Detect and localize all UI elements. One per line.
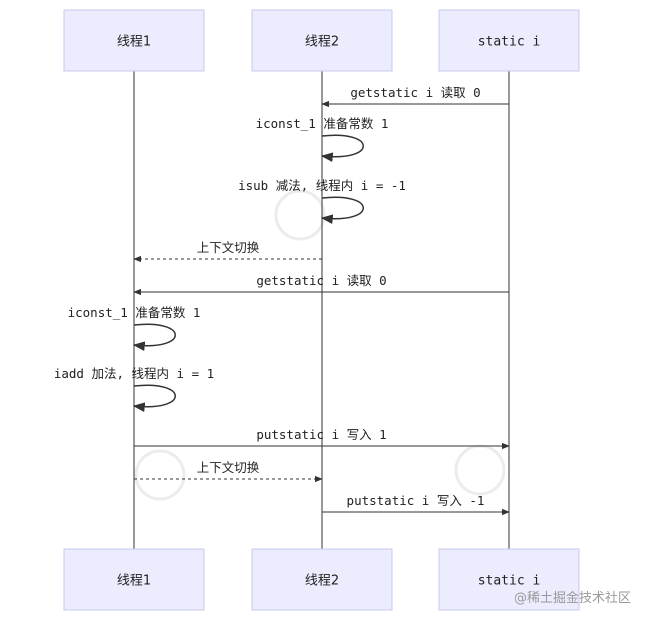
message-label: 上下文切换 [197, 240, 260, 255]
lifelines [133, 71, 510, 549]
message-label: isub 减法, 线程内 i = -1 [238, 178, 406, 193]
message-1: getstatic i 读取 0 [321, 85, 509, 108]
messages: getstatic i 读取 0 iconst_1 准备常数 1 isub 减法, … [54, 85, 510, 516]
message-10: putstatic i 写入 -1 [322, 493, 510, 516]
watermark-text: @稀土掘金技术社区 [514, 590, 631, 606]
actor-box [438, 9, 580, 72]
actor-label: 线程2 [305, 35, 339, 50]
actor-si-bottom: static i [438, 548, 580, 611]
actor-box [63, 548, 205, 611]
actors-top: 线程1 线程2 static i [63, 9, 580, 72]
actor-box [251, 548, 393, 611]
message-6: iconst_1 准备常数 1 [68, 305, 201, 351]
message-8: putstatic i 写入 1 [134, 427, 510, 450]
self-loop-arrow [320, 196, 364, 224]
actor-label: static i [478, 574, 541, 589]
actor-t2-top: 线程2 [251, 9, 393, 72]
actor-t1-top: 线程1 [63, 9, 205, 72]
message-7: iadd 加法, 线程内 i = 1 [54, 366, 214, 412]
message-2: iconst_1 准备常数 1 [256, 116, 389, 162]
message-9: 上下文切换 [134, 460, 323, 483]
watermark-marks [134, 189, 506, 501]
actor-box [251, 9, 393, 72]
actor-si-top: static i [438, 9, 580, 72]
actor-box [438, 548, 580, 611]
message-label: putstatic i 写入 -1 [347, 493, 485, 508]
self-loop-arrow [132, 384, 176, 412]
actor-label: 线程2 [305, 574, 339, 589]
actor-label: static i [478, 35, 541, 50]
message-label: putstatic i 写入 1 [256, 427, 386, 442]
message-label: iconst_1 准备常数 1 [256, 116, 389, 131]
message-label: 上下文切换 [197, 460, 260, 475]
self-loop-arrow [132, 323, 176, 351]
message-label: getstatic i 读取 0 [350, 85, 480, 100]
message-5: getstatic i 读取 0 [133, 273, 509, 296]
message-4: 上下文切换 [133, 240, 322, 263]
actor-t1-bottom: 线程1 [63, 548, 205, 611]
self-loop-arrow [320, 134, 364, 162]
actor-box [63, 9, 205, 72]
actors-bottom: 线程1 线程2 static i [63, 548, 580, 611]
actor-label: 线程1 [117, 35, 151, 50]
actor-t2-bottom: 线程2 [251, 548, 393, 611]
message-label: iadd 加法, 线程内 i = 1 [54, 366, 214, 381]
message-3: isub 减法, 线程内 i = -1 [238, 178, 406, 224]
message-label: getstatic i 读取 0 [256, 273, 386, 288]
message-label: iconst_1 准备常数 1 [68, 305, 201, 320]
actor-label: 线程1 [117, 574, 151, 589]
